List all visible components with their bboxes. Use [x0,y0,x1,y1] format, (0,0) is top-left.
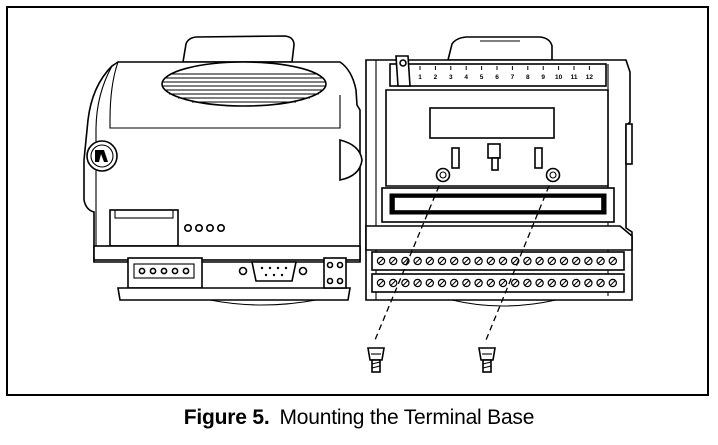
figure-title: Mounting the Terminal Base [279,406,535,429]
channel-label-strip [389,63,607,87]
serial-port [238,261,308,282]
channel-number: 11 [571,74,578,81]
label-window [429,107,555,139]
channel-number: 5 [480,74,484,81]
terminal-row-top [371,251,625,271]
channel-number: 10 [555,74,563,81]
mounting-hole-left [435,167,451,183]
terminal-block-top [365,225,633,251]
controller-latch [182,35,295,63]
channel-number: 7 [511,74,515,81]
channel-number: 4 [464,74,468,81]
status-leds [184,224,226,233]
mounting-hole-right [545,167,561,183]
channel-number: 6 [495,74,499,81]
module-latch [446,36,553,61]
channel-number: 3 [449,74,453,81]
figure-number: Figure 5. [183,406,270,429]
side-latch [339,138,363,181]
vent-grille [161,61,327,107]
mounting-screw-right [478,347,496,373]
channel-number: 8 [526,74,530,81]
controller-unit [83,35,363,306]
channel-number: 9 [541,74,545,81]
figure-caption: Figure 5. Mounting the Terminal Base [0,406,718,430]
chassis-ground-terminal [323,257,347,289]
channel-number: 12 [586,74,594,81]
channel-number: 1 [418,74,422,81]
mounting-screw-left [367,347,385,373]
mounting-guides [374,185,550,341]
terminal-screws [376,256,618,288]
terminal-row-bottom [371,273,625,293]
power-connector [127,257,203,289]
channel-number: 2 [434,74,438,81]
logo-icon [86,140,118,172]
module-door [109,209,179,247]
